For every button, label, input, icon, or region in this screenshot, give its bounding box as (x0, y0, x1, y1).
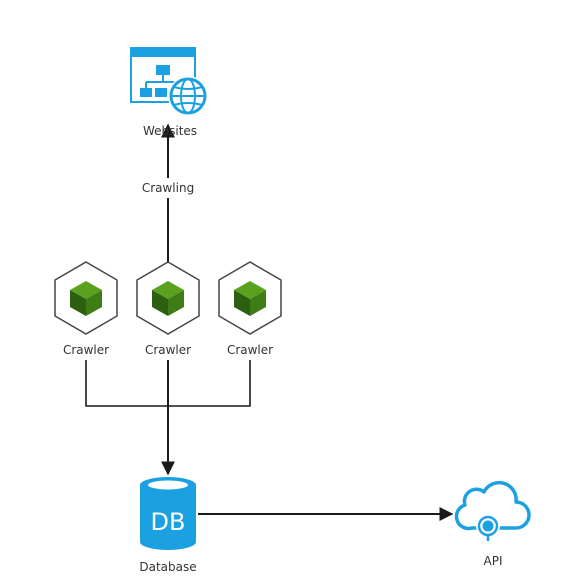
database-label: Database (139, 560, 196, 574)
crawler-1-connector (85, 360, 168, 407)
crawler-2-label: Crawler (145, 343, 191, 357)
database-icon: DB (140, 477, 196, 550)
crawler-node-1[interactable]: Crawler (54, 261, 118, 357)
crawler-cube-icon (136, 261, 200, 335)
crawler-1-label: Crawler (63, 343, 109, 357)
crawling-edge-label: Crawling (142, 181, 194, 195)
crawler-3-label: Crawler (227, 343, 273, 357)
crawler-cube-icon (54, 261, 118, 335)
crawler-3-connector (168, 360, 251, 407)
api-label: API (484, 554, 503, 568)
crawling-edge: Crawling (136, 123, 200, 262)
websites-node[interactable]: Websites (130, 47, 208, 138)
crawler-cube-icon (218, 261, 282, 335)
websites-label: Websites (143, 124, 197, 138)
crawler-to-database-edges (85, 360, 251, 476)
database-node[interactable]: DB Database (139, 477, 197, 574)
crawler-node-3[interactable]: Crawler (218, 261, 282, 357)
cloud-api-icon (454, 481, 531, 541)
website-globe-icon (130, 47, 208, 116)
database-icon-text: DB (151, 508, 186, 536)
crawler-node-2[interactable]: Crawler (136, 261, 200, 357)
api-node[interactable]: API (454, 481, 531, 568)
